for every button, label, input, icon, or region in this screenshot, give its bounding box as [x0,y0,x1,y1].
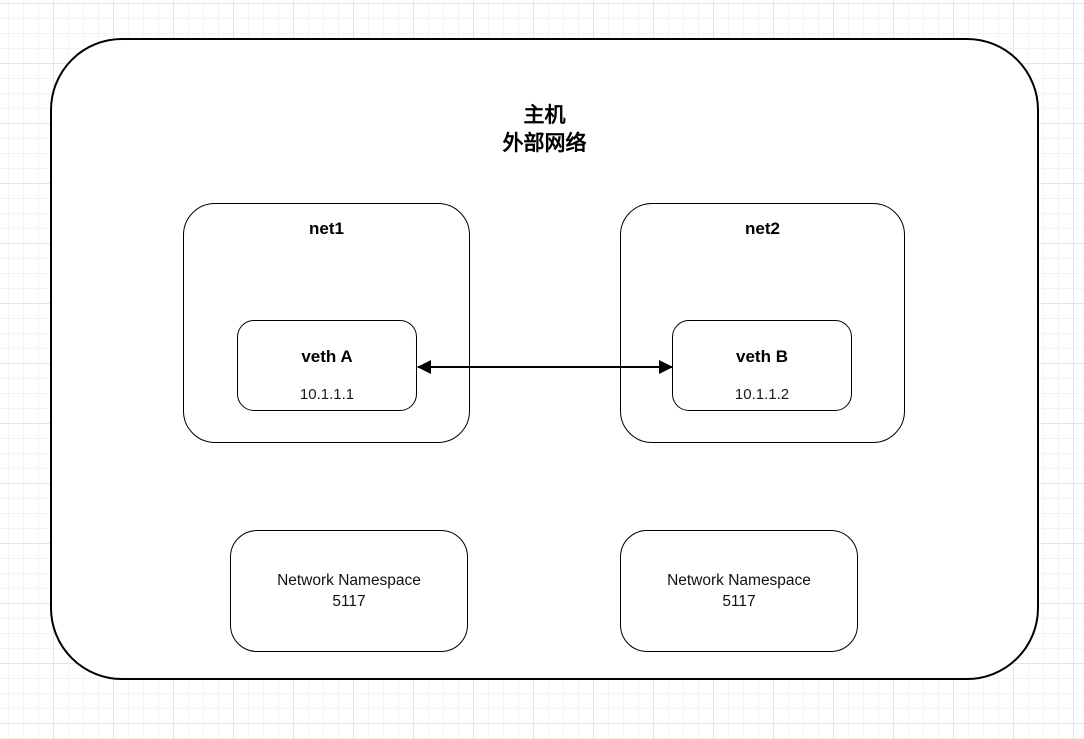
veth-link-arrow [417,360,673,374]
network-namespace-1-title: Network Namespace [277,572,421,589]
veth-b-box: veth B 10.1.1.2 [672,320,852,411]
network-namespace-box-1: Network Namespace 5117 [230,530,468,652]
network-namespace-2-id: 5117 [722,593,756,610]
net1-label: net1 [309,219,344,238]
veth-b-label: veth B [736,347,788,366]
veth-a-box: veth A 10.1.1.1 [237,320,417,411]
arrowhead-right-icon [659,360,673,374]
veth-a-ip: 10.1.1.1 [299,386,355,403]
network-namespace-box-2: Network Namespace 5117 [620,530,858,652]
veth-a-label: veth A [301,347,353,366]
host-title: 主机 外部网络 [50,102,1039,158]
network-namespace-2-title: Network Namespace [667,572,811,589]
host-title-line1: 主机 [523,104,566,127]
veth-b-ip: 10.1.1.2 [734,386,790,403]
network-namespace-1-id: 5117 [332,593,366,610]
net2-label: net2 [745,219,780,238]
arrowhead-left-icon [417,360,431,374]
host-title-line2: 外部网络 [502,132,587,155]
